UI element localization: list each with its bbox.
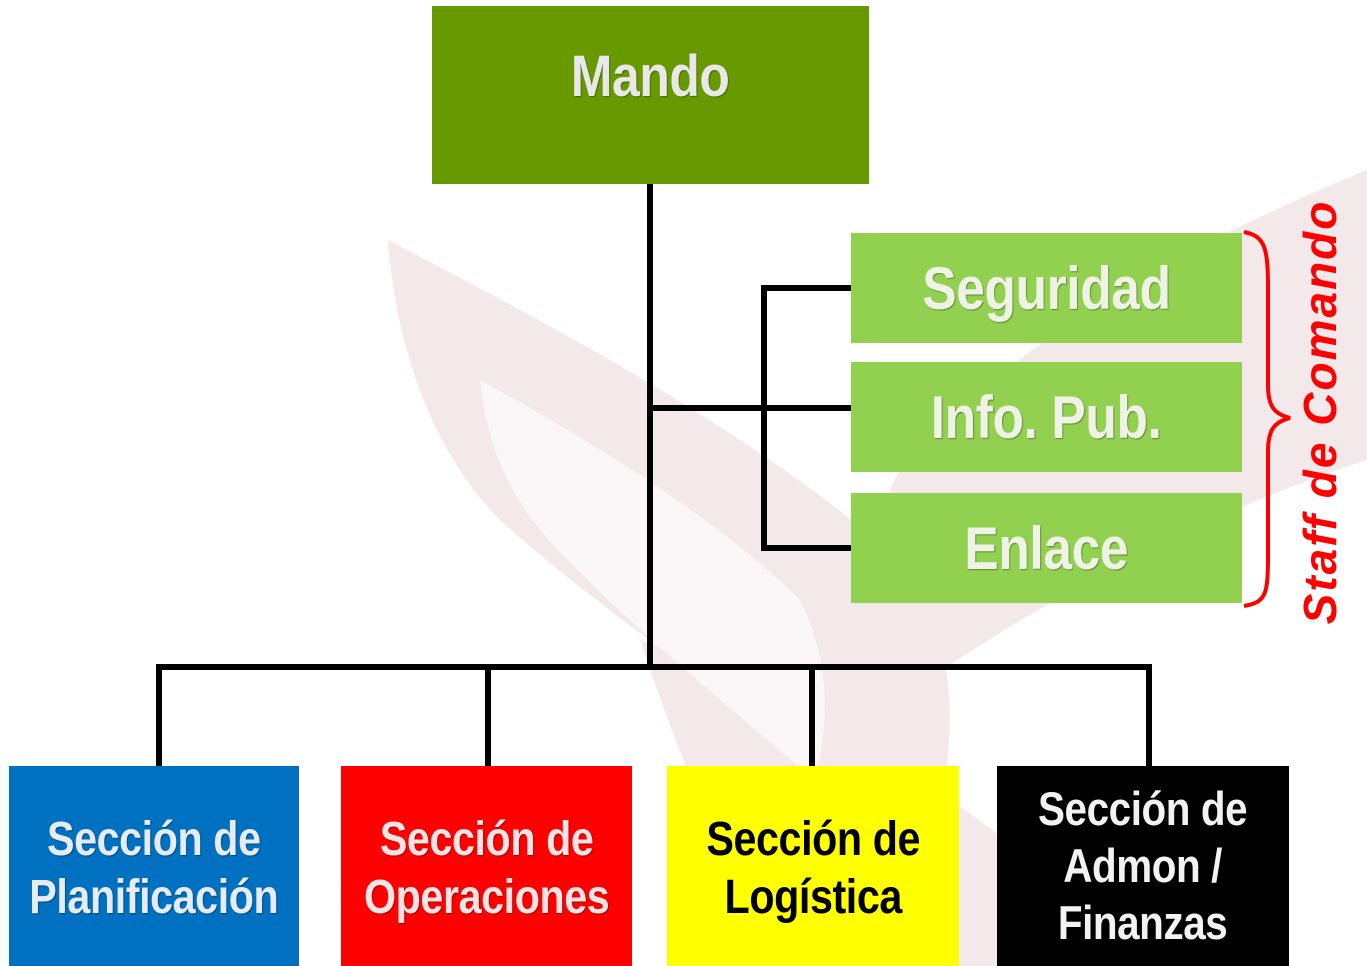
node-seccion-admon-finanzas-label: Sección de Admon / Finanzas	[1038, 781, 1248, 949]
node-seccion-admon-finanzas: Sección de Admon / Finanzas	[997, 766, 1289, 966]
node-mando: Mando	[432, 6, 869, 184]
node-seccion-planificacion: Sección de Planificación	[9, 766, 299, 966]
node-info-pub: Info. Pub.	[851, 362, 1242, 472]
node-seguridad-label: Seguridad	[922, 254, 1171, 322]
node-seccion-planificacion-label: Sección de Planificación	[29, 813, 279, 924]
node-seguridad: Seguridad	[851, 233, 1242, 343]
node-seccion-operaciones: Sección de Operaciones	[341, 766, 632, 966]
node-seccion-logistica-label: Sección de Logística	[706, 813, 920, 924]
node-enlace: Enlace	[851, 493, 1242, 603]
node-seccion-logistica: Sección de Logística	[667, 766, 959, 966]
node-mando-label: Mando	[571, 43, 730, 109]
staff-brace	[1243, 230, 1291, 608]
node-seccion-operaciones-label: Sección de Operaciones	[363, 813, 610, 924]
staff-group-label-text: Staff de Comando	[1294, 199, 1346, 625]
node-info-pub-label: Info. Pub.	[931, 383, 1162, 451]
node-enlace-label: Enlace	[964, 514, 1129, 582]
